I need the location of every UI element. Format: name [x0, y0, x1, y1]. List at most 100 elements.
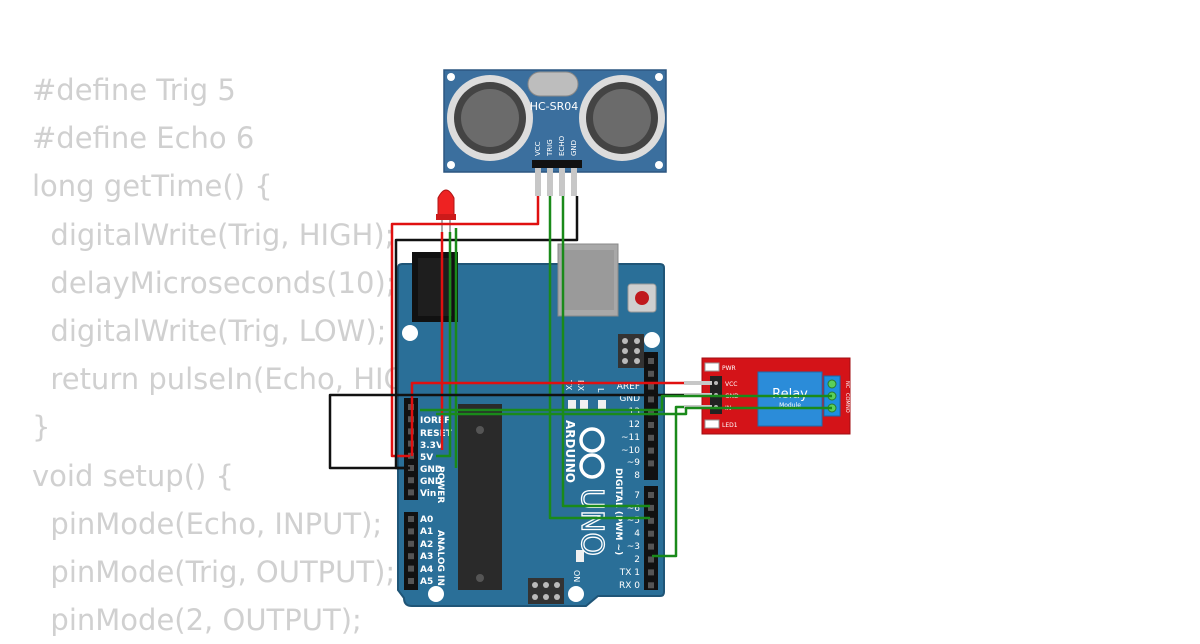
wire-sensor-echo-green[interactable] — [561, 196, 650, 508]
analog-pin-label: A4 — [420, 565, 433, 575]
relay-title: Relay — [772, 387, 808, 402]
header-pin[interactable] — [648, 434, 654, 441]
digital-pin-label: AREF — [617, 382, 640, 392]
code-line: pinMode(Echo, INPUT); — [32, 506, 383, 541]
rx-led — [580, 400, 588, 410]
code-line: delayMicroseconds(10); — [32, 265, 396, 300]
analog-pin-label: A2 — [420, 540, 433, 550]
mounting-hole — [402, 325, 418, 341]
header-pin[interactable] — [648, 383, 654, 390]
power-pin-label: 5V — [420, 453, 433, 463]
digital-pin-label: ~6 — [627, 504, 641, 514]
power-section-label: POWER — [435, 466, 445, 503]
circuit-diagram: IOREF RESET 3.3V 5V GND GND Vin A0 A1 A2… — [328, 69, 851, 607]
digital-pin-label: ~9 — [627, 458, 641, 468]
header-pin[interactable] — [408, 565, 414, 572]
wire-led-anode-green[interactable] — [436, 232, 452, 458]
wire-relay-in-green[interactable] — [652, 405, 684, 558]
header-pin[interactable] — [648, 556, 654, 563]
header-pin[interactable] — [408, 578, 414, 584]
wire-relay-gnd-black[interactable] — [328, 393, 684, 470]
header-pin[interactable] — [408, 489, 414, 496]
analog-pin-label: A3 — [420, 552, 433, 562]
sensor-pin-label: TRIG — [546, 139, 554, 157]
relay-subtitle: Module — [779, 402, 801, 409]
digital-pin-label: ~10 — [621, 446, 640, 456]
header-pin[interactable] — [408, 528, 414, 535]
relay-pin-label: VCC — [725, 381, 737, 388]
l-label: L — [596, 388, 605, 393]
atmega-chip — [458, 404, 502, 590]
sensor-pin[interactable] — [559, 168, 565, 196]
wire-relay-com-green[interactable] — [420, 394, 832, 412]
digital-pin-label: 13 — [629, 407, 640, 417]
digital-pin-label: ~5 — [627, 516, 640, 526]
header-pin[interactable] — [648, 370, 654, 377]
digital-pin-label: ~3 — [627, 542, 640, 552]
on-label: ON — [572, 570, 581, 582]
analog-pin-label: A1 — [420, 527, 433, 537]
arduino-board[interactable]: IOREF RESET 3.3V 5V GND GND Vin A0 A1 A2… — [397, 243, 665, 607]
header-pin[interactable] — [648, 530, 654, 537]
power-pin-label: GND — [420, 465, 442, 475]
code-listing: #define Trig 5 #define Echo 6 long getTime… — [32, 66, 449, 644]
header-pin[interactable] — [408, 477, 414, 484]
transducer-left — [447, 75, 533, 161]
icsp-header — [528, 578, 564, 604]
sensor-pin[interactable] — [571, 168, 577, 196]
digital-pin-label: TX 1 — [619, 568, 640, 578]
digital-pin-label: 8 — [634, 471, 640, 481]
digital-pin-label: 12 — [629, 420, 640, 430]
code-line: #define Trig 5 — [32, 73, 236, 107]
digital-section-label: DIGITAL (PWM ~) — [613, 468, 623, 555]
analog-header — [404, 512, 418, 590]
analog-section-label: ANALOG IN — [435, 530, 445, 586]
sensor-model-label: HC-SR04 — [530, 100, 579, 113]
header-pin[interactable] — [648, 396, 654, 403]
header-pin[interactable] — [648, 460, 654, 467]
header-pin[interactable] — [648, 517, 654, 524]
header-pin[interactable] — [408, 465, 414, 471]
sensor-pin-label: VCC — [534, 141, 542, 156]
mounting-hole — [428, 586, 444, 602]
header-pin[interactable] — [648, 504, 654, 511]
header-pin[interactable] — [408, 516, 414, 522]
sensor-pin[interactable] — [547, 168, 553, 196]
wire-relay-no-green[interactable] — [436, 406, 832, 416]
header-pin[interactable] — [648, 569, 654, 576]
header-pin[interactable] — [408, 540, 414, 547]
header-pin[interactable] — [648, 422, 654, 428]
header-pin[interactable] — [648, 358, 654, 364]
digital-header-bottom — [644, 486, 658, 590]
wire-sensor-trig-green[interactable] — [548, 196, 650, 520]
sensor-pin[interactable] — [535, 168, 541, 196]
relay-terminal-label: NO — [844, 405, 850, 413]
code-line: digitalWrite(Trig, LOW); — [32, 313, 387, 348]
code-line: #define Echo 6 — [32, 121, 255, 156]
code-line: } — [32, 410, 51, 445]
red-led[interactable] — [436, 189, 456, 232]
digital-pin-label: GND — [619, 394, 640, 404]
code-line: long getTime() { — [32, 169, 273, 204]
header-pin[interactable] — [648, 582, 654, 589]
wire-relay-vcc-red[interactable] — [410, 381, 684, 456]
digital-pin-label: ~11 — [621, 433, 640, 443]
header-pin[interactable] — [408, 553, 414, 560]
header-pin[interactable] — [648, 492, 654, 498]
wire-sensor-vcc-red[interactable] — [390, 196, 540, 458]
sensor-pin-label: GND — [570, 140, 578, 156]
code-line: pinMode(Trig, OUTPUT); — [32, 554, 396, 589]
mounting-hole — [644, 332, 660, 348]
hc-sr04-sensor[interactable]: HC-SR04 VCC TRIG ECHO GND — [443, 69, 667, 196]
header-pin[interactable] — [648, 409, 654, 416]
arduino-infinity-logo — [579, 427, 605, 479]
header-pin[interactable] — [648, 543, 654, 550]
code-line: void setup() { — [32, 458, 234, 493]
icsp-header — [618, 334, 644, 368]
analog-pin-label: A0 — [420, 515, 433, 525]
sensor-pin-label: ECHO — [558, 135, 566, 156]
tx-label: TX — [564, 379, 573, 391]
header-pin[interactable] — [648, 447, 654, 454]
code-line: digitalWrite(Trig, HIGH); — [32, 217, 395, 252]
digital-pin-label: RX 0 — [619, 581, 640, 591]
